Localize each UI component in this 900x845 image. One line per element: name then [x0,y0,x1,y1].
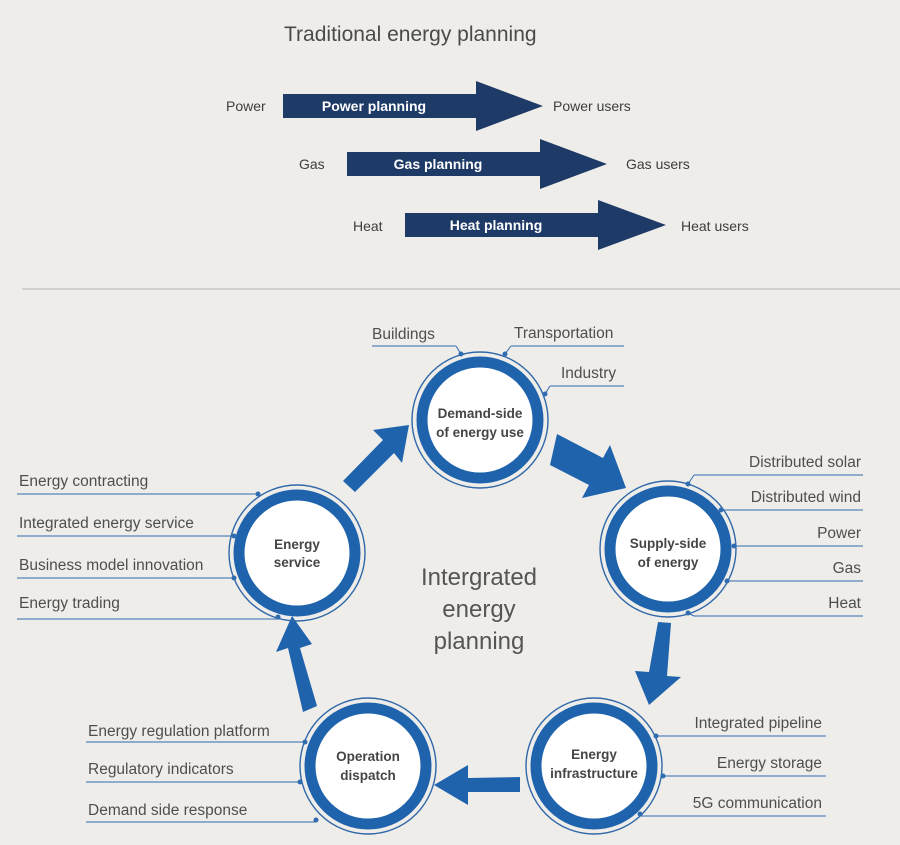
gas-planning-arrow [347,139,607,189]
node-energy-service-outer-ring [228,484,366,622]
item-energy-contracting: Energy contracting [19,473,148,490]
power-row: Power Power planning Power users [226,81,631,131]
node-operation-dispatch-line-2: dispatch [340,768,396,783]
node-supply-side-ring [604,485,732,613]
leaf-dot [685,610,691,616]
item-industry: Industry [561,365,616,382]
center-line-3: planning [434,628,525,655]
center-line-2: energy [442,596,515,623]
node-demand-side-outer-ring [411,351,549,489]
node-demand-side: Demand-side of energy use [411,351,549,489]
item-energy-storage: Energy storage [717,755,822,772]
supply-side-items: Distributed solar Distributed wind Power… [685,454,863,617]
item-gas: Gas [833,560,862,577]
node-demand-side-line-1: Demand-side [438,406,523,421]
node-supply-side-line-2: of energy [638,555,699,570]
demand-side-items: Buildings Transportation Industry [372,325,624,397]
node-supply-side-line-1: Supply-side [630,536,707,551]
operation-items: Energy regulation platform Regulatory in… [86,723,319,823]
item-regulatory-indicators: Regulatory indicators [88,761,234,778]
leaf-dot [542,391,548,397]
item-business-model-innovation: Business model innovation [19,557,203,574]
gas-source-label: Gas [299,156,325,172]
arrow-service-to-demand [343,425,409,492]
node-energy-infrastructure-line-2: infrastructure [550,766,638,781]
heat-row: Heat Heat planning Heat users [353,200,749,250]
leaf-dot [297,779,303,785]
heat-users-label: Heat users [681,218,749,234]
item-integrated-energy-service: Integrated energy service [19,515,194,532]
node-energy-infrastructure-outer-ring [525,697,663,835]
leaf-dot [653,733,659,739]
heat-planning-arrow [405,200,666,250]
infrastructure-items: Integrated pipeline Energy storage 5G co… [637,715,826,817]
node-supply-side-outer-ring [599,480,737,618]
item-distributed-solar: Distributed solar [749,454,861,471]
heat-planning-label: Heat planning [450,217,543,233]
node-operation-dispatch-ring [304,702,432,830]
leaf-dot [718,507,724,513]
node-energy-infrastructure-ring [530,702,658,830]
node-energy-service: Energy service [228,484,366,622]
power-source-label: Power [226,98,266,114]
leaf-dot [731,543,737,549]
node-energy-infrastructure: Energy infrastructure [525,697,663,835]
center-line-1: Intergrated [421,564,537,591]
arrow-supply-to-infrastructure [635,622,681,705]
node-energy-service-line-1: Energy [274,537,320,552]
item-buildings: Buildings [372,326,435,343]
node-energy-service-ring [233,489,361,617]
service-items: Energy contracting Integrated energy ser… [17,473,282,620]
item-integrated-pipeline: Integrated pipeline [694,715,822,732]
leaf-dot [660,773,666,779]
item-energy-trading: Energy trading [19,595,120,612]
leaf-dot [724,578,730,584]
node-operation-dispatch: Operation dispatch [299,697,437,835]
leaf-dot [302,739,308,745]
item-demand-side-response: Demand side response [88,802,247,819]
leaf-dot [231,533,237,539]
gas-users-label: Gas users [626,156,690,172]
leaf-dot [685,481,691,487]
center-label: Intergrated energy planning [421,564,537,655]
power-planning-arrow [283,81,543,131]
cycle-arrows [276,425,681,805]
arrow-operation-to-service [276,616,317,712]
traditional-title: Traditional energy planning [284,23,537,46]
node-operation-dispatch-line-1: Operation [336,749,400,764]
power-planning-label: Power planning [322,98,426,114]
heat-source-label: Heat [353,218,383,234]
item-energy-regulation-platform: Energy regulation platform [88,723,270,740]
leaf-dot [637,811,643,817]
node-energy-infrastructure-line-1: Energy [571,747,617,762]
item-power: Power [817,525,861,542]
node-demand-side-line-2: of energy use [436,425,524,440]
arrow-demand-to-supply [550,434,626,498]
leaf-dot [458,351,464,357]
item-heat: Heat [828,595,861,612]
item-distributed-wind: Distributed wind [751,489,861,506]
node-supply-side: Supply-side of energy [599,480,737,618]
leaf-dot [231,575,237,581]
node-energy-service-line-2: service [274,555,321,570]
leaf-dot [255,491,261,497]
leaf-dot [502,351,508,357]
leaf-dot [313,817,319,823]
item-5g-communication: 5G communication [693,795,822,812]
leaf-dot [275,614,281,620]
item-transportation: Transportation [514,325,613,342]
node-demand-side-ring [416,356,544,484]
power-users-label: Power users [553,98,631,114]
arrow-infrastructure-to-operation [434,765,520,805]
gas-planning-label: Gas planning [394,156,483,172]
node-operation-dispatch-outer-ring [299,697,437,835]
gas-row: Gas Gas planning Gas users [299,139,690,189]
